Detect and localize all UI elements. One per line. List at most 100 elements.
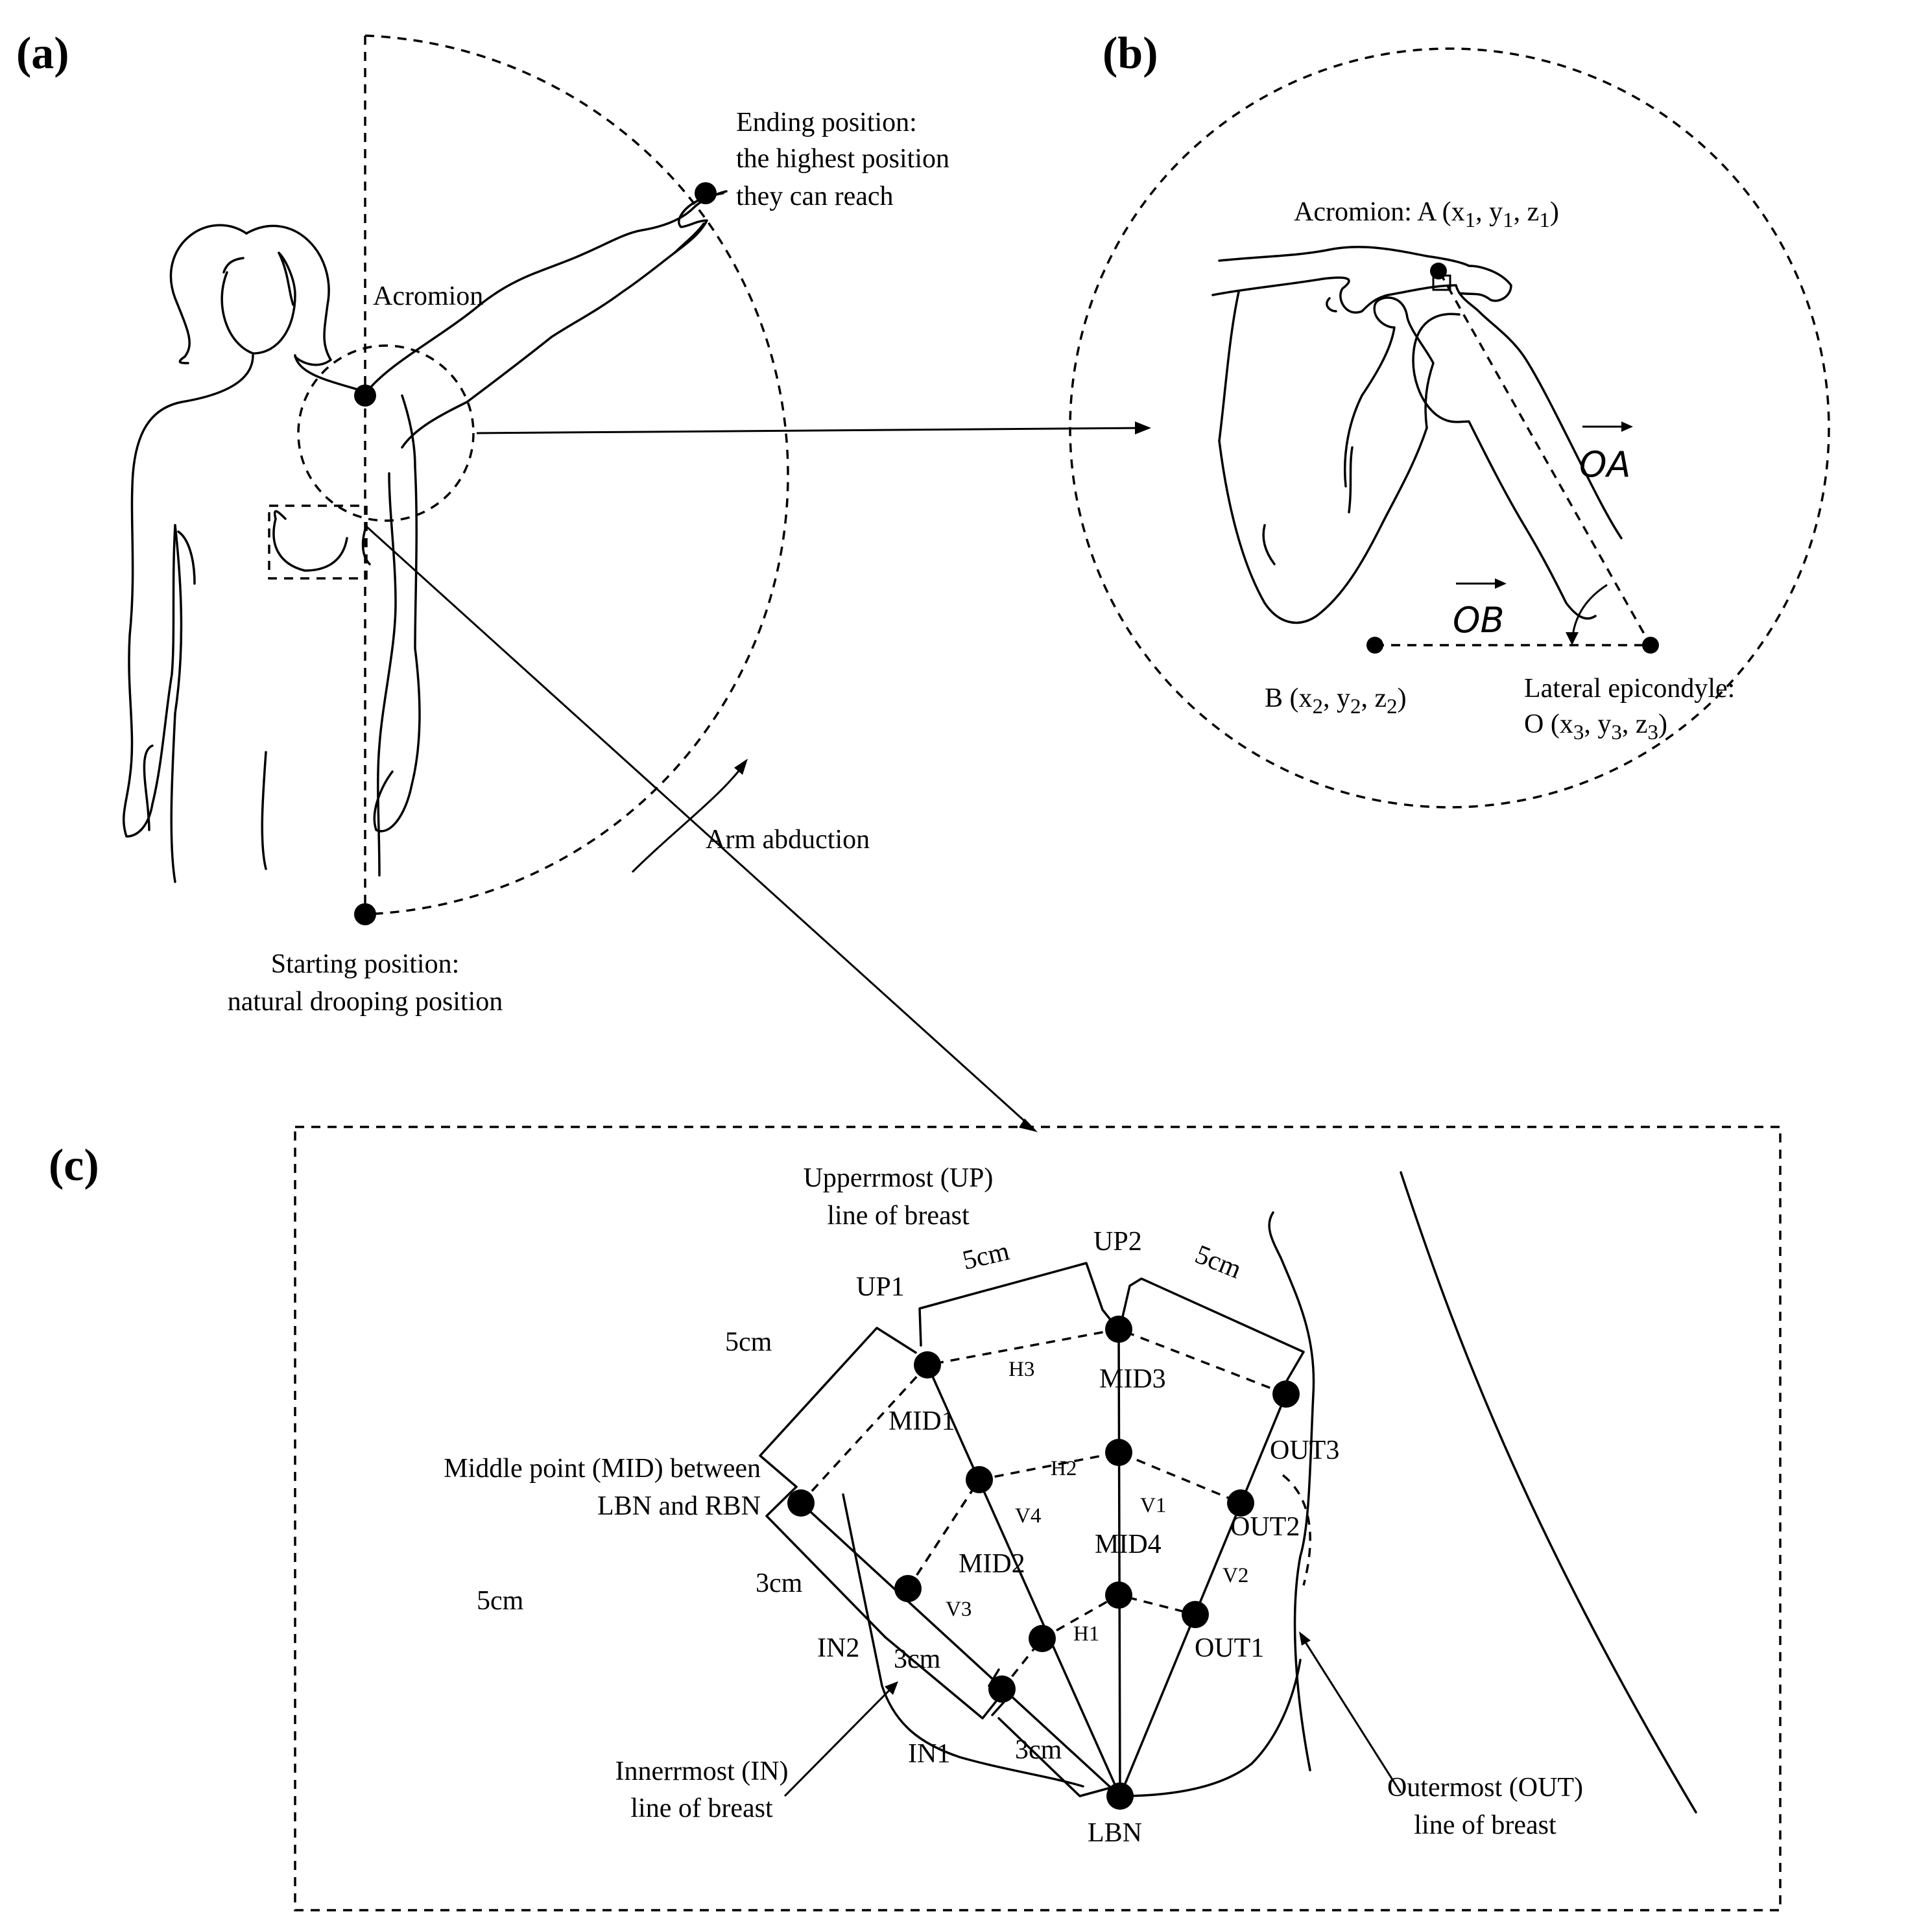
vector-ob-arrow-head: [1495, 578, 1507, 589]
ending-position-desc-2: they can reach: [736, 182, 894, 211]
point-o-label: O (x3, y3, z3): [1524, 709, 1667, 744]
dim-3cm-lower: 3cm: [1015, 1735, 1062, 1765]
point-in2: [894, 1575, 922, 1602]
arm-abduction-label: Arm abduction: [706, 825, 870, 855]
abduction-arrowhead: [734, 759, 748, 775]
point-out3: [1272, 1380, 1300, 1408]
acromion-a-point: [1430, 263, 1447, 279]
label-out1: OUT1: [1195, 1633, 1264, 1663]
dim-5cm-top-right: 5cm: [1191, 1240, 1246, 1285]
vector-ob-label: OB: [1453, 600, 1505, 641]
dim-3cm-middle: 3cm: [894, 1644, 941, 1674]
mid-label-2: LBN and RBN: [597, 1491, 761, 1521]
label-mid3: MID3: [1099, 1364, 1166, 1394]
line-lbn-up1: [926, 1364, 1121, 1797]
body-outline: [122, 224, 421, 883]
dim-5cm-top-left: 5cm: [960, 1237, 1012, 1276]
dim-block-lbn: [997, 1717, 1117, 1797]
vector-oa-line: [1438, 272, 1652, 646]
acromion-label: Acromion: [373, 281, 483, 311]
raised-arm: [365, 190, 728, 449]
point-out2: [1227, 1489, 1254, 1517]
innermost-line: [842, 1493, 1084, 1788]
angle-arc: [1571, 584, 1608, 636]
outermost-arrow-head: [1299, 1631, 1311, 1646]
dim-3cm-upper: 3cm: [756, 1568, 803, 1598]
dim-block-up1: [759, 1327, 917, 1488]
abduction-arrow: [631, 761, 747, 873]
panel-label-c: (c): [49, 1141, 99, 1190]
ending-position-label: Ending position:: [736, 108, 917, 137]
point-up1: [914, 1351, 941, 1379]
point-out1: [1182, 1601, 1209, 1628]
innermost-arrow: [783, 1685, 895, 1797]
point-lbn: [1106, 1782, 1134, 1810]
panel-label-b: (b): [1103, 29, 1158, 78]
out-line-label-1: Outermost (OUT): [1387, 1773, 1583, 1803]
landmark-points: [787, 1316, 1300, 1810]
arrow-to-panel-c-head: [1019, 1118, 1038, 1132]
outermost-arrow: [1301, 1637, 1402, 1793]
point-mid2: [1029, 1625, 1056, 1652]
lower-breast-curve: [1117, 1659, 1302, 1797]
label-lbn: LBN: [1088, 1818, 1142, 1848]
lateral-epicondyle-label: Lateral epicondyle:: [1524, 674, 1735, 704]
up-line-label-1: Upperrmost (UP): [804, 1163, 994, 1193]
dim-block-in1-outer: [884, 1636, 997, 1720]
innermost-arrow-head: [885, 1681, 898, 1695]
starting-position-point: [354, 903, 376, 925]
mid-label-1: Middle point (MID) between: [444, 1454, 761, 1484]
label-h2: H2: [1051, 1457, 1077, 1480]
point-b-label: B (x2, y2, z2): [1265, 683, 1407, 718]
acromion-point: [354, 385, 376, 407]
panel-label-a: (a): [16, 29, 69, 78]
up-line-label-2: line of breast: [827, 1201, 970, 1231]
in-line-label-1: Innerrmost (IN): [615, 1757, 788, 1786]
abduction-arc: [364, 34, 789, 916]
point-mid1: [966, 1466, 993, 1493]
label-out3: OUT3: [1270, 1436, 1339, 1465]
label-v4: V4: [1015, 1504, 1041, 1528]
label-mid2: MID2: [959, 1549, 1025, 1579]
label-out2: OUT2: [1230, 1512, 1300, 1542]
ending-position-desc-1: the highest position: [736, 144, 949, 174]
point-mid: [787, 1489, 815, 1517]
vector-oa-label: OA: [1579, 444, 1630, 485]
label-v2: V2: [1222, 1564, 1248, 1587]
in2-mid2-link: [907, 1479, 981, 1589]
point-o: [1642, 637, 1659, 654]
in-line-label-2: line of breast: [630, 1793, 773, 1823]
label-up2: UP2: [1093, 1227, 1142, 1257]
h3-line: [800, 1328, 1287, 1504]
panel-b: Acromion: A (x1, y1, z1) B (x2, y2, z2) …: [1069, 47, 1830, 809]
point-in1: [988, 1675, 1016, 1703]
dim-5cm-left: 5cm: [725, 1327, 772, 1357]
label-in1: IN1: [908, 1739, 950, 1769]
dim-block-in2: [765, 1485, 887, 1639]
vector-oa-arrow-head: [1621, 421, 1633, 432]
arrow-to-panel-b-head: [1135, 421, 1151, 434]
dim-block-up-top: [918, 1262, 1117, 1347]
outermost-line: [1268, 1211, 1315, 1771]
label-h1: H1: [1073, 1622, 1099, 1646]
body-side-line: [1400, 1171, 1697, 1814]
label-in2: IN2: [817, 1633, 859, 1663]
dim-5cm-far-left: 5cm: [477, 1586, 524, 1616]
label-mid1: MID1: [888, 1406, 955, 1436]
ending-position-point: [695, 182, 717, 204]
label-mid4: MID4: [1095, 1530, 1162, 1559]
starting-position-label: Starting position:: [271, 949, 460, 979]
arrow-to-panel-c: [365, 525, 1034, 1130]
dim-block-up-right: [1121, 1277, 1305, 1392]
outer-dashed-curve: [1282, 1474, 1311, 1586]
scapula-humerus: [1211, 246, 1623, 624]
point-up2: [1105, 1316, 1132, 1343]
line-lbn-in: [800, 1502, 1121, 1797]
shoulder-zoom-circle: [297, 344, 475, 522]
out-line-label-2: line of breast: [1414, 1810, 1556, 1840]
arrow-to-panel-b: [476, 427, 1147, 434]
line-lbn-up2: [1117, 1328, 1121, 1797]
panel-a: Ending position: the highest position th…: [122, 34, 949, 1017]
angle-arc-arrowhead: [1566, 632, 1579, 645]
